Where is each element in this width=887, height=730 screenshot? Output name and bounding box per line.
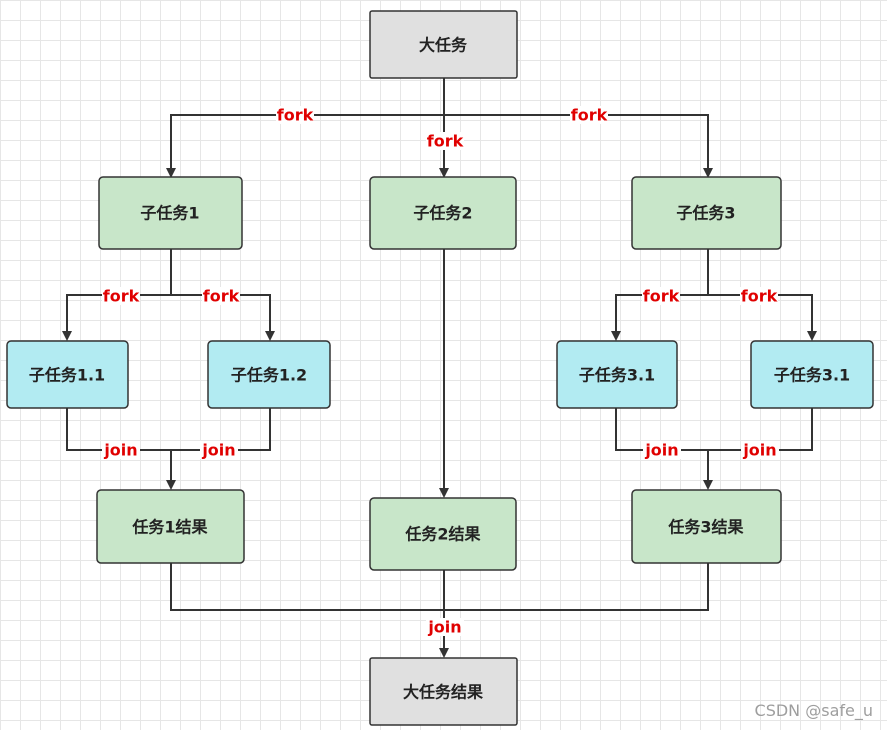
node-result-2: 任务2结果	[369, 497, 517, 571]
node-subtask-3-1-right-label: 子任务3.1	[774, 366, 850, 385]
node-main-task: 大任务	[369, 10, 518, 79]
node-main-task-label: 大任务	[419, 36, 468, 55]
join-label: join	[427, 618, 461, 637]
node-subtask-1-2: 子任务1.2	[207, 340, 331, 409]
edge-sub3-1-join	[615, 408, 813, 451]
node-result-1: 任务1结果	[96, 489, 245, 564]
edge-results-join	[170, 563, 709, 611]
edge-labels: fork fork fork fork fork fork fork join …	[102, 106, 779, 637]
fork-label: fork	[427, 132, 464, 151]
fork-label: fork	[203, 287, 240, 306]
node-subtask-3-1-right: 子任务3.1	[750, 340, 874, 409]
fork-label: fork	[277, 106, 314, 125]
node-subtask-1-1: 子任务1.1	[6, 340, 129, 409]
edge-sub1-1-join	[66, 408, 271, 451]
fork-label: fork	[571, 106, 608, 125]
node-result-1-label: 任务1结果	[131, 518, 207, 537]
node-subtask-1-2-label: 子任务1.2	[231, 366, 307, 385]
watermark: CSDN @safe_u	[754, 701, 873, 720]
node-subtask-2: 子任务2	[369, 176, 517, 250]
node-subtask-1-label: 子任务1	[140, 204, 199, 223]
node-subtask-3-label: 子任务3	[676, 204, 735, 223]
node-subtask-3-1-left: 子任务3.1	[556, 340, 678, 409]
join-label: join	[103, 441, 137, 460]
fork-label: fork	[103, 287, 140, 306]
edge-root-to-sub3	[444, 114, 713, 178]
node-subtask-1: 子任务1	[98, 176, 243, 250]
node-result-2-label: 任务2结果	[404, 525, 480, 544]
node-subtask-3: 子任务3	[631, 176, 782, 250]
fork-label: fork	[741, 287, 778, 306]
join-label: join	[644, 441, 678, 460]
node-subtask-2-label: 子任务2	[413, 204, 472, 223]
node-main-task-result: 大任务结果	[369, 657, 518, 726]
node-result-3-label: 任务3结果	[667, 518, 743, 537]
fork-label: fork	[643, 287, 680, 306]
edge-root-to-sub1	[166, 78, 445, 178]
node-main-task-result-label: 大任务结果	[403, 683, 483, 702]
node-subtask-3-1-left-label: 子任务3.1	[579, 366, 655, 385]
join-label: join	[742, 441, 776, 460]
node-subtask-1-1-label: 子任务1.1	[29, 366, 105, 385]
node-result-3: 任务3结果	[631, 489, 782, 564]
join-label: join	[201, 441, 235, 460]
